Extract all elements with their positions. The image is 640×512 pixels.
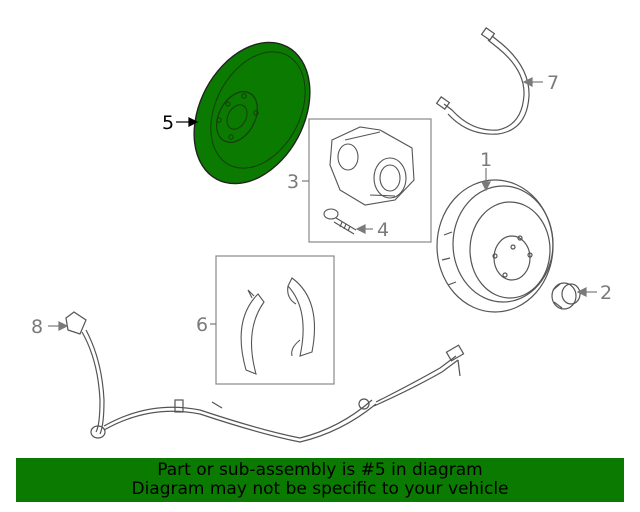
callout-5: 5 xyxy=(162,112,174,134)
part-3-hub-bearing[interactable] xyxy=(308,118,432,243)
callout-2: 2 xyxy=(600,282,612,304)
banner-line-part: Part or sub-assembly is #5 in diagram xyxy=(157,460,483,480)
callout-7: 7 xyxy=(547,72,559,94)
info-banner: Part or sub-assembly is #5 in diagram Di… xyxy=(16,458,624,502)
banner-line-disclaimer: Diagram may not be specific to your vehi… xyxy=(131,479,509,499)
callout-1: 1 xyxy=(480,149,492,171)
callout-3: 3 xyxy=(287,171,299,193)
part-8-abs-sensor[interactable] xyxy=(65,311,465,443)
part-4-bolt[interactable] xyxy=(323,208,357,235)
callout-8: 8 xyxy=(31,316,43,338)
part-2-hub-cap[interactable] xyxy=(551,282,581,310)
callout-4: 4 xyxy=(377,219,389,241)
callout-6: 6 xyxy=(196,314,208,336)
part-6-brake-shoes[interactable] xyxy=(215,255,335,385)
part-1-brake-drum[interactable] xyxy=(436,179,554,313)
part-7-brake-hose[interactable] xyxy=(435,27,530,135)
leader-lines xyxy=(48,77,597,331)
part-5-brake-disc[interactable] xyxy=(171,22,333,203)
